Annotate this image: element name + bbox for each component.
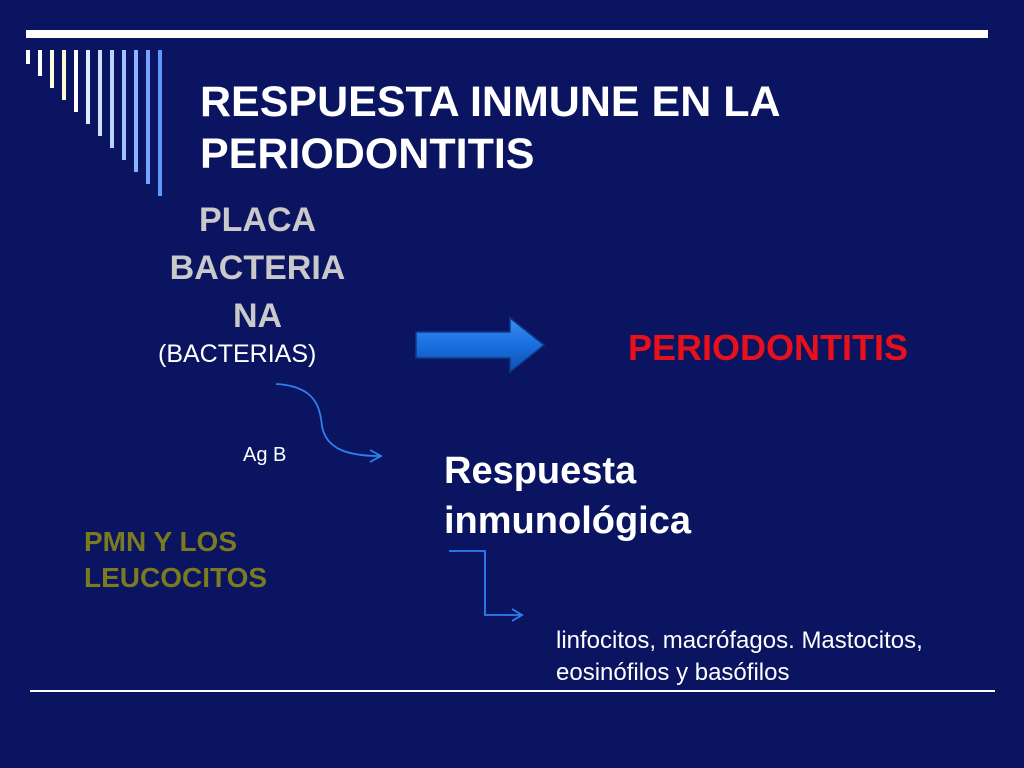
cell-types-line: eosinófilos y basófilos — [556, 659, 790, 686]
source-sub-label: (BACTERIAS) — [158, 340, 317, 368]
source-line: NA — [232, 297, 283, 335]
source-line: BACTERIA — [169, 249, 346, 287]
cells-group-line: LEUCOCITOS — [84, 562, 268, 593]
antigen-label: Ag B — [243, 444, 287, 466]
cells-group-line: PMN Y LOS — [84, 526, 238, 557]
response-line: Respuesta — [444, 450, 637, 492]
result-label: PERIODONTITIS — [628, 327, 909, 368]
elbow-arrow-icon — [449, 550, 524, 622]
cell-types-line: linfocitos, macrófagos. Mastocitos, — [556, 627, 923, 654]
curved-arrow-icon — [275, 383, 383, 463]
top-divider — [26, 30, 988, 38]
cells-group-label: PMN Y LOS LEUCOCITOS — [84, 524, 267, 596]
decorative-stripes — [26, 50, 162, 196]
source-label: PLACA BACTERIA NA — [150, 196, 365, 340]
slide-title: RESPUESTA INMUNE EN LA PERIODONTITIS — [200, 76, 980, 180]
source-line: PLACA — [198, 201, 317, 239]
title-line: PERIODONTITIS — [200, 130, 535, 178]
cell-types-text: linfocitos, macrófagos. Mastocitos, eosi… — [556, 625, 923, 689]
response-line: inmunológica — [444, 500, 691, 542]
title-line: RESPUESTA INMUNE EN LA — [200, 78, 781, 126]
bottom-divider — [30, 690, 995, 692]
response-label: Respuesta inmunológica — [444, 446, 691, 546]
right-arrow-icon — [415, 316, 546, 374]
